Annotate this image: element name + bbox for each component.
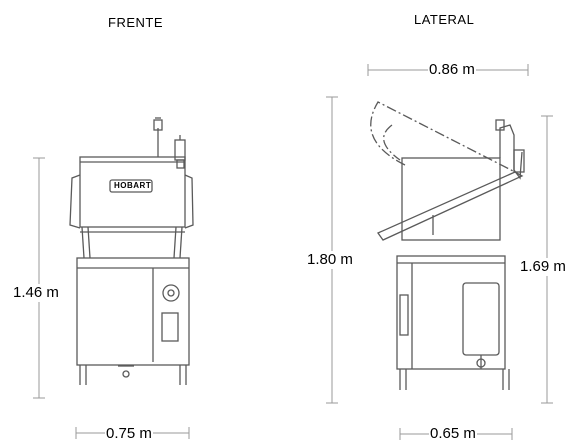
brand-plate-text: HOBART <box>114 181 152 190</box>
side-view-drawing <box>370 101 525 390</box>
side-tank <box>462 282 500 356</box>
side-handle <box>377 171 524 241</box>
front-handle-left <box>69 174 81 229</box>
front-top-valve <box>153 119 163 131</box>
side-depth-label: 0.65 m <box>429 425 477 443</box>
side-open-hood-outline <box>370 101 516 173</box>
side-hood <box>401 157 501 241</box>
brand-plate <box>109 179 153 193</box>
front-height-label: 1.46 m <box>12 284 60 302</box>
side-dimensions <box>326 64 553 440</box>
front-cabinet <box>76 257 190 366</box>
side-view-title: LATERAL <box>413 11 476 29</box>
front-width-label: 0.75 m <box>105 425 153 443</box>
side-height-label: 1.69 m <box>519 258 567 276</box>
front-view-drawing <box>69 117 194 385</box>
side-open-width-label: 0.86 m <box>428 61 476 79</box>
side-cabinet <box>396 255 506 370</box>
front-hood <box>79 156 186 228</box>
front-view-title: FRENTE <box>107 14 164 32</box>
front-handle-right <box>184 174 194 229</box>
front-panel <box>161 312 179 342</box>
side-valve-assembly <box>499 124 523 180</box>
side-open-height-label: 1.80 m <box>306 251 354 269</box>
front-gauge <box>162 284 180 302</box>
